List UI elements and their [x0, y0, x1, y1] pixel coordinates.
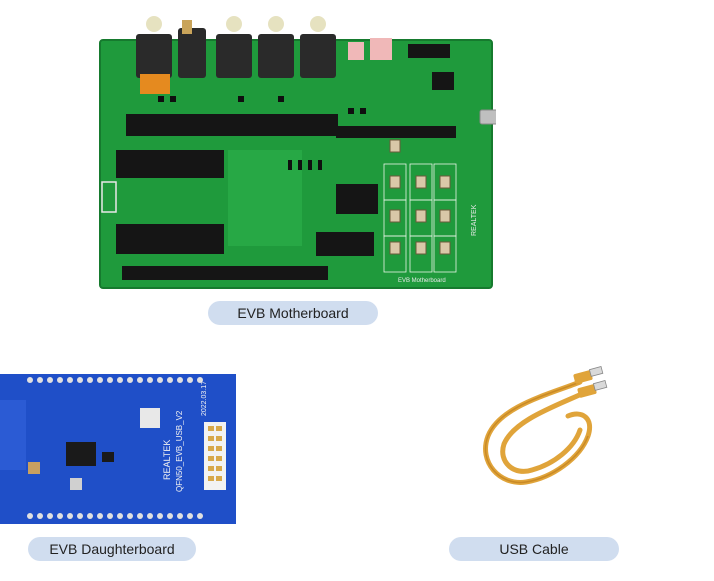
motherboard-brand-marking: REALTEK: [471, 204, 478, 236]
daughterboard-date-marking: 2022.03.17: [201, 381, 208, 416]
daughterboard-model-marking: QFN50_EVB_USB_V2: [175, 410, 184, 492]
usb-cable-caption: USB Cable: [449, 537, 619, 561]
usb-cable-image: [483, 366, 608, 485]
evb-daughterboard-image: REALTEK QFN50_EVB_USB_V2 2022.03.17: [0, 374, 236, 524]
daughterboard-brand-marking: REALTEK: [162, 440, 172, 480]
daughterboard-caption: EVB Daughterboard: [28, 537, 196, 561]
motherboard-title-marking: EVB Motherboard: [398, 278, 446, 284]
evb-motherboard-image: EVB Motherboard REALTEK: [99, 16, 496, 289]
motherboard-caption: EVB Motherboard: [208, 301, 378, 325]
